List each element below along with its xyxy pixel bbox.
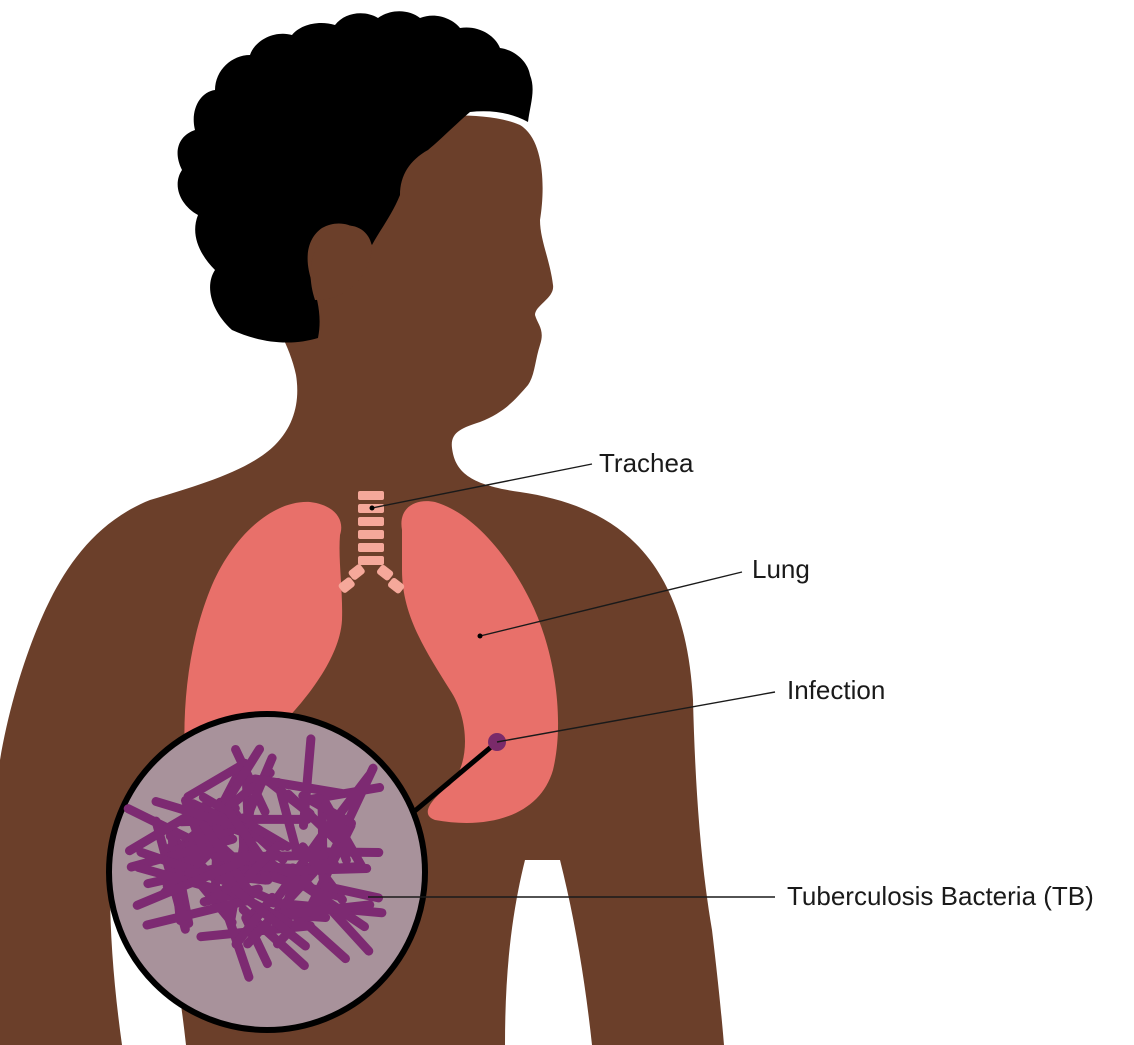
trachea-label: Trachea [599,448,694,478]
lung-label: Lung [752,554,810,584]
infection-label: Infection [787,675,885,705]
bacterium-rod [215,855,324,857]
trachea-leader-dot [370,506,375,511]
lung-leader-dot [478,634,483,639]
bacteria-label: Tuberculosis Bacteria (TB) [787,881,1094,911]
bacterium-rod [287,866,361,871]
